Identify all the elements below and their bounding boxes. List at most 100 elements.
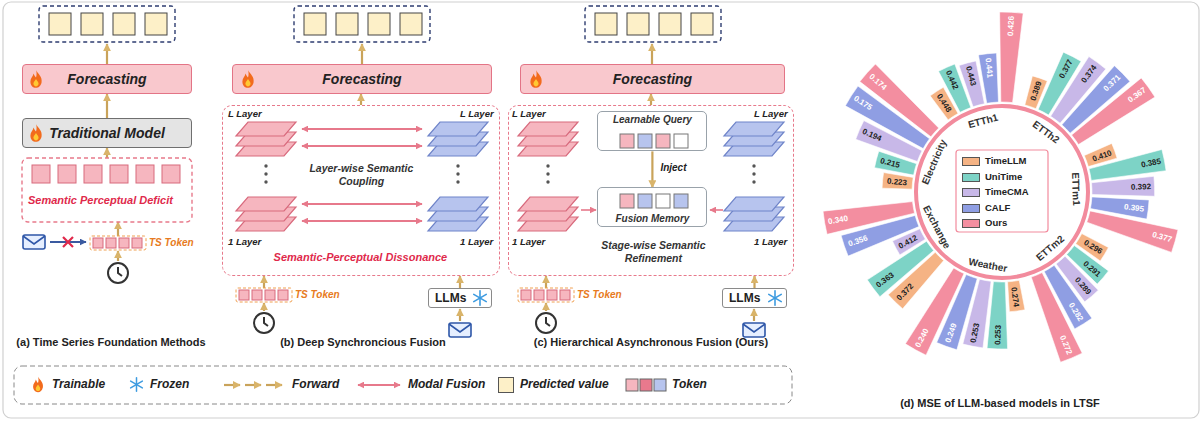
mse-value: 0.426 — [1006, 16, 1016, 36]
layer-stack — [428, 122, 488, 231]
node-text: Forecasting — [322, 71, 401, 87]
fusion-sample — [358, 384, 400, 386]
mse-value: 0.253 — [993, 325, 1003, 345]
query-tokens — [620, 134, 688, 148]
mse-bar — [1000, 12, 1024, 103]
layer-label: L Layer — [228, 108, 264, 119]
mse-value: 0.410 — [1091, 148, 1113, 163]
edge-arrow — [753, 276, 755, 288]
prediction-box — [39, 6, 175, 42]
layer-label: 1 Layer — [460, 236, 496, 247]
layer-label: L Layer — [754, 108, 790, 119]
token-label: TS Token — [577, 289, 632, 300]
modal-fusion-arrows — [302, 129, 422, 221]
edge-arrow — [106, 94, 108, 118]
legend-text: Modal Fusion — [408, 377, 485, 391]
node-text: Forecasting — [67, 71, 146, 87]
dataset-name: ETTm1 — [1070, 172, 1082, 206]
edge-arrow — [360, 94, 362, 105]
clock-icon — [536, 313, 556, 333]
legend-swatch — [962, 188, 980, 197]
edge-arrow — [650, 94, 652, 105]
fusion-region: Layer-wise Semantic CouplingSemantic-Per… — [222, 105, 500, 276]
legend-text: Ours — [985, 217, 1007, 228]
node-text: Learnable Query — [613, 114, 692, 125]
legend-bar — [14, 366, 792, 404]
legend-swatch — [498, 377, 514, 393]
layer-label: 1 Layer — [512, 236, 548, 247]
panel-caption: (a) Time Series Foundation Methods — [5, 336, 217, 348]
forward-arrows — [107, 44, 754, 321]
outer-frame — [3, 2, 1199, 418]
envelope-icon — [449, 323, 471, 337]
memory-box: Fusion Memory — [597, 187, 707, 227]
panel-caption: (c) Hierarchical Asynchronous Fusion (Ou… — [504, 336, 798, 348]
mse-bar — [978, 53, 998, 103]
envelope-icon — [23, 235, 45, 249]
prediction-box — [294, 6, 430, 42]
fusion-region: Stage-wise Semantic Refinement Learnable … — [508, 105, 794, 276]
node-text: Fusion Memory — [615, 213, 689, 224]
panel-caption: (b) Deep Synchroncious Fusion — [218, 336, 508, 348]
legend-text: TimeLLM — [985, 155, 1027, 166]
memory-tokens — [620, 194, 688, 208]
forward-sample — [224, 384, 282, 386]
edge-arrow — [651, 151, 653, 187]
legend-text: Forward — [292, 377, 339, 391]
mse-bar — [882, 173, 913, 190]
layer-label: L Layer — [460, 108, 496, 119]
mse-bar — [1092, 176, 1155, 196]
token-label: TS Token — [149, 237, 204, 248]
mse-bar — [1008, 280, 1025, 311]
snowflake-icon — [131, 378, 143, 392]
token-label: TS Token — [295, 289, 350, 300]
legend-text: TimeCMA — [985, 186, 1029, 197]
legend-swatch — [962, 173, 980, 182]
legend-swatch — [962, 204, 980, 213]
model-box: Traditional Model — [22, 118, 192, 148]
region-text: Layer-wise Semantic Coupling — [301, 162, 421, 187]
chart-legend-box — [956, 150, 1048, 232]
chart-ring — [916, 106, 1088, 278]
edge-arrow — [459, 276, 461, 288]
forecasting-box: Forecasting — [22, 64, 192, 94]
prediction-box — [585, 6, 721, 42]
layer-label: 1 Layer — [228, 236, 264, 247]
ts-tokens — [518, 288, 574, 302]
deficit-note: Semantic Perceptual Deficit — [28, 194, 193, 206]
legend-swatch — [962, 157, 980, 166]
panel-caption: (d) MSE of LLM-based models in LTSF — [850, 397, 1150, 409]
layer-stack — [518, 122, 578, 231]
region-text: Stage-wise Semantic Refinement — [577, 239, 729, 264]
token-box — [22, 158, 192, 222]
mse-value: 0.441 — [983, 57, 994, 78]
stage-arrows — [581, 209, 723, 211]
ts-tokens — [90, 236, 146, 250]
forecasting-box: Forecasting — [232, 64, 492, 94]
legend-text: Token — [672, 377, 707, 391]
layer-stack — [236, 122, 296, 231]
legend-text: CALF — [985, 202, 1010, 213]
token-row — [32, 165, 180, 183]
legend-text: Predicted value — [520, 377, 609, 391]
mse-bar — [823, 202, 915, 235]
envelope-icon — [743, 323, 765, 337]
mse-value: 0.223 — [886, 176, 907, 187]
layer-label: L Layer — [512, 108, 548, 119]
region-text: Semantic-Perceptual Dissonance — [221, 251, 499, 263]
legend-text: UniTime — [985, 171, 1022, 182]
legend-text: Trainable — [52, 377, 105, 391]
layer-label: 1 Layer — [754, 236, 790, 247]
blocked-arrow — [50, 237, 86, 247]
ts-tokens — [236, 288, 292, 302]
node-text: Forecasting — [613, 71, 692, 87]
node-text: Traditional Model — [49, 125, 165, 141]
clock-icon — [254, 313, 274, 333]
node-text: LLMs — [729, 291, 760, 305]
layer-stack — [724, 122, 784, 231]
edge-label: Inject — [658, 162, 688, 173]
llm-box: LLMs — [428, 288, 492, 308]
flame-icon — [33, 377, 43, 392]
